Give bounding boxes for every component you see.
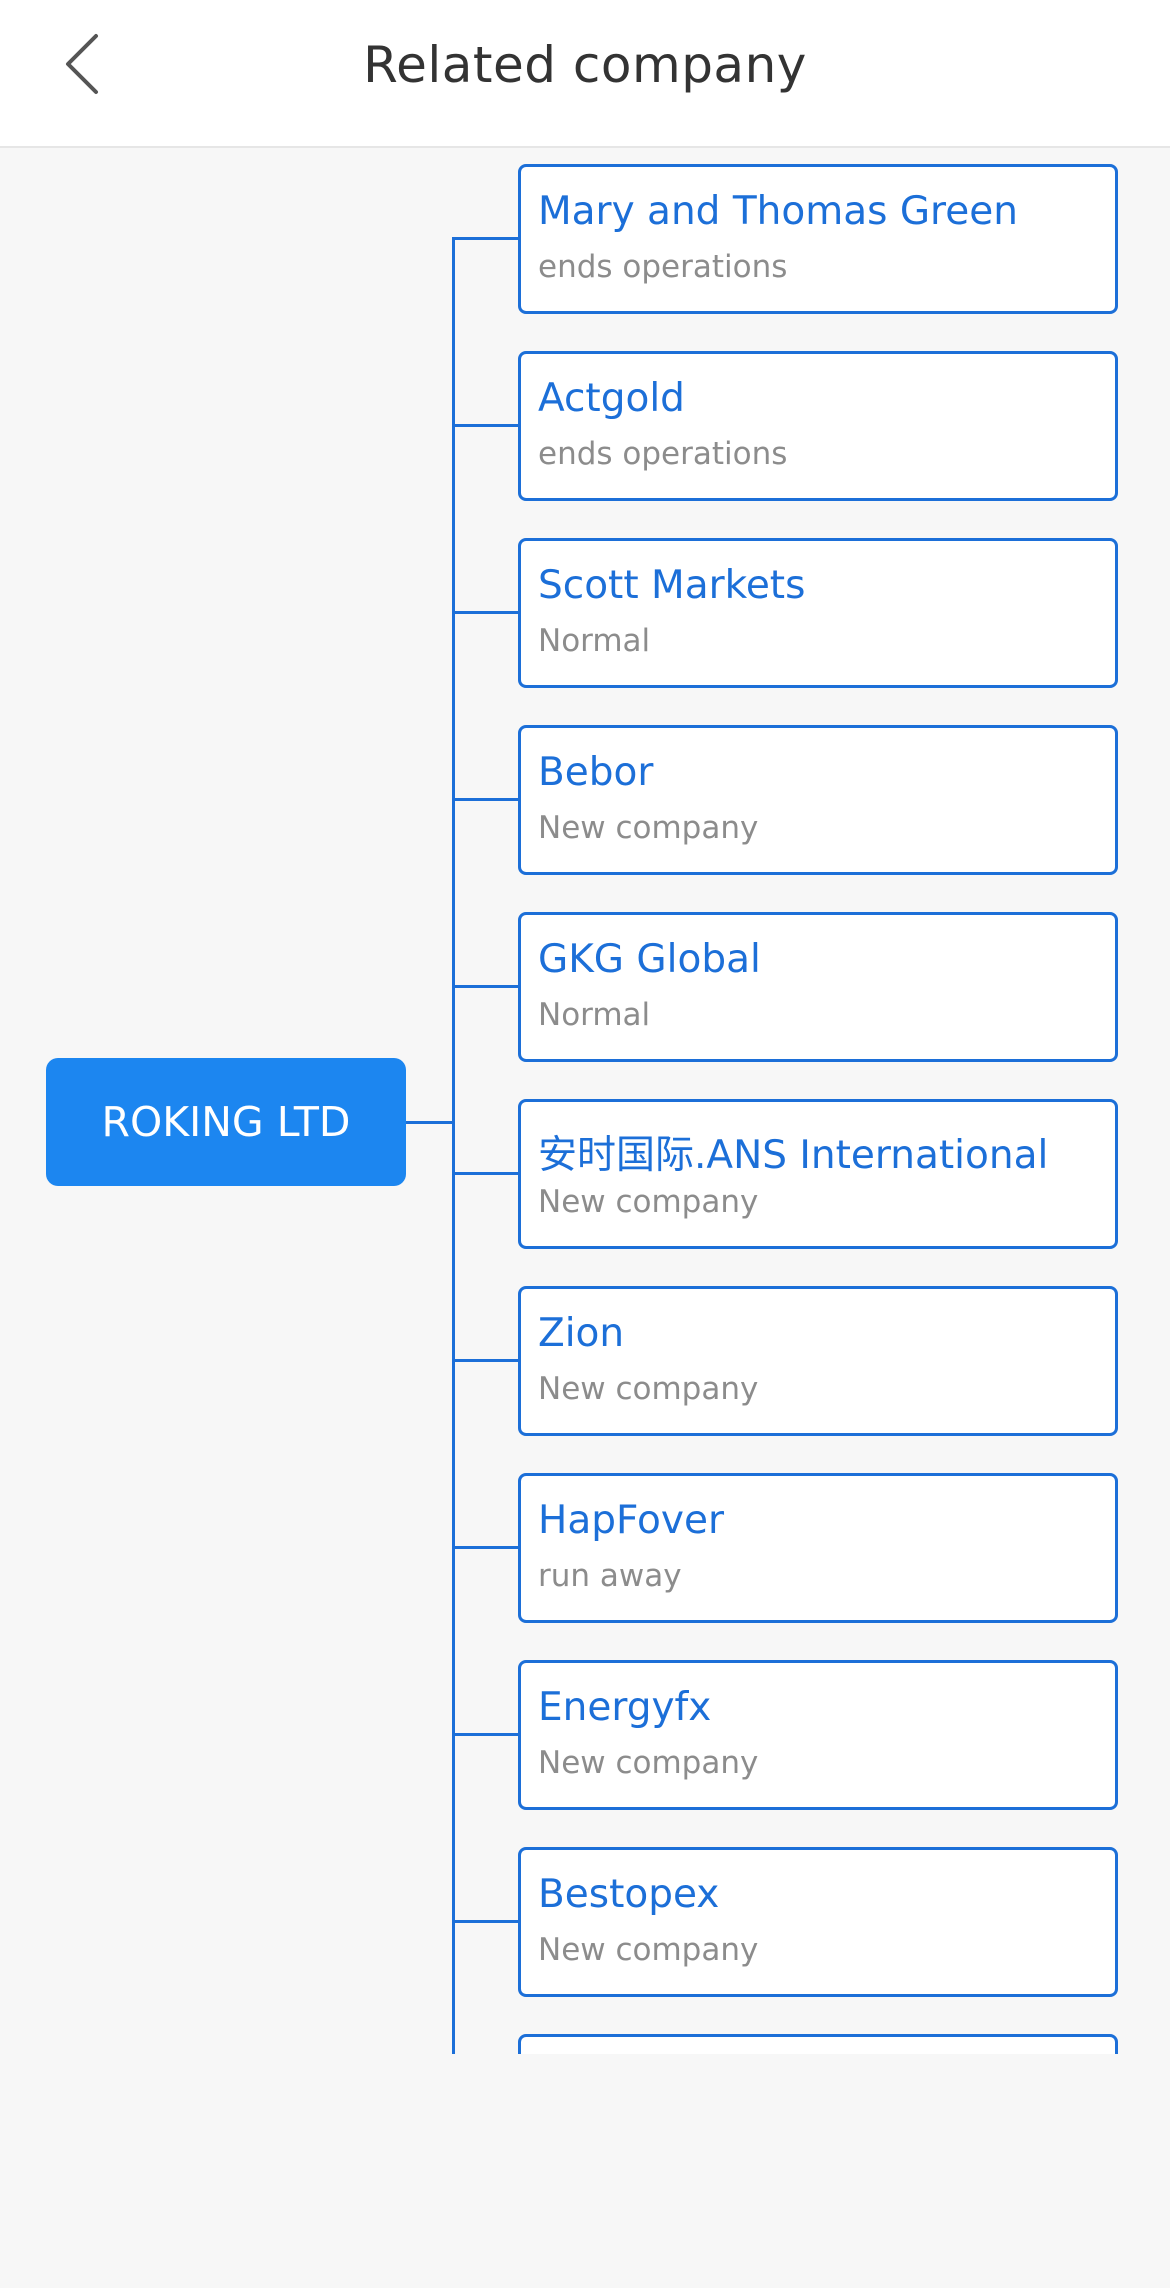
company-name: GKG Global	[538, 937, 761, 982]
company-status: run away	[538, 1558, 682, 1594]
related-company-node[interactable]: Mary and Thomas Green ends operations	[518, 164, 1118, 314]
company-name: Bestopex	[538, 1872, 720, 1917]
branch-line	[452, 1172, 518, 1175]
company-status: New company	[538, 1932, 759, 1968]
company-status: New company	[538, 1745, 759, 1781]
company-name: Energyfx	[538, 1685, 712, 1730]
branch-line	[452, 798, 518, 801]
branch-line	[452, 1733, 518, 1736]
company-name: Mary and Thomas Green	[538, 189, 1018, 234]
related-company-node[interactable]: Zion New company	[518, 1286, 1118, 1436]
branch-line	[452, 985, 518, 988]
company-status: New company	[538, 810, 759, 846]
company-name: HapFover	[538, 1498, 724, 1543]
branch-line	[452, 1920, 518, 1923]
company-status: ends operations	[538, 436, 788, 472]
company-name: Zion	[538, 1311, 625, 1356]
root-company-node[interactable]: ROKING LTD	[46, 1058, 406, 1186]
related-company-node[interactable]: Actgold ends operations	[518, 351, 1118, 501]
company-status: Normal	[538, 623, 651, 659]
related-company-node[interactable]: Bebor New company	[518, 725, 1118, 875]
header-bar: Related company	[0, 0, 1170, 148]
branch-line	[452, 1359, 518, 1362]
branch-line	[452, 237, 518, 240]
related-company-node[interactable]: GKG Global Normal	[518, 912, 1118, 1062]
company-name: Scott Markets	[538, 563, 806, 608]
company-name: Actgold	[538, 376, 685, 421]
company-name: 安时国际.ANS International	[538, 1133, 1049, 1178]
related-company-node[interactable]: Energyfx New company	[518, 1660, 1118, 1810]
root-connector-line	[406, 1121, 453, 1124]
related-company-node-partial[interactable]	[518, 2034, 1118, 2054]
back-button[interactable]	[52, 22, 122, 106]
company-name: Bebor	[538, 750, 654, 795]
branch-line	[452, 424, 518, 427]
company-status: New company	[538, 1184, 759, 1220]
company-tree: ROKING LTD Mary and Thomas Green ends op…	[0, 148, 1170, 2054]
related-company-node[interactable]: Scott Markets Normal	[518, 538, 1118, 688]
related-company-node[interactable]: HapFover run away	[518, 1473, 1118, 1623]
chevron-left-icon	[66, 34, 98, 94]
related-company-node[interactable]: 安时国际.ANS International New company	[518, 1099, 1118, 1249]
branch-line	[452, 611, 518, 614]
company-status: New company	[538, 1371, 759, 1407]
tree-trunk-line	[452, 238, 455, 2054]
company-status: ends operations	[538, 249, 788, 285]
company-status: Normal	[538, 997, 651, 1033]
page-title: Related company	[363, 36, 807, 94]
related-company-node[interactable]: Bestopex New company	[518, 1847, 1118, 1997]
branch-line	[452, 1546, 518, 1549]
